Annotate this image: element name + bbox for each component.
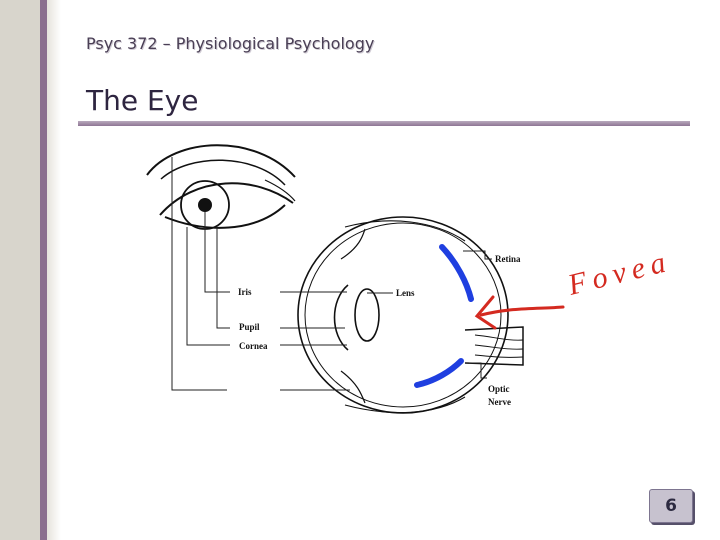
lens-shape (354, 288, 380, 342)
label-iris: Iris (238, 287, 252, 297)
retina-highlight (414, 244, 474, 388)
eyebrow (146, 144, 296, 178)
label-optic-nerve-line1: Optic (488, 384, 510, 394)
left-accent-bar (40, 0, 47, 540)
course-title: Psyc 372 – Physiological Psychology (86, 34, 375, 53)
lower-lid (164, 204, 286, 229)
fovea-annotation: Fovea (564, 244, 665, 302)
label-cornea: Cornea (239, 341, 268, 351)
eye-diagram: Iris Pupil Cornea Lens Retina Optic Nerv… (146, 144, 665, 414)
page-number: 6 (649, 489, 693, 523)
label-retina: Retina (495, 254, 521, 264)
section-leader-lines (280, 250, 492, 391)
label-pupil: Pupil (239, 322, 260, 332)
pupil-dot (198, 198, 212, 212)
lid-crease (264, 179, 296, 202)
slide-title: The Eye (86, 84, 199, 117)
upper-lid (159, 182, 294, 216)
fovea-arrow (474, 295, 565, 330)
eye-cross-section (297, 216, 524, 414)
front-leader-lines (171, 157, 230, 391)
label-lens: Lens (396, 288, 415, 298)
label-optic-nerve-line2: Nerve (488, 397, 511, 407)
cornea-curve (333, 284, 349, 351)
optic-nerve (464, 326, 524, 366)
left-band (0, 0, 40, 540)
left-shade (47, 0, 61, 540)
title-divider (78, 121, 690, 126)
eye-front-view (146, 144, 296, 230)
